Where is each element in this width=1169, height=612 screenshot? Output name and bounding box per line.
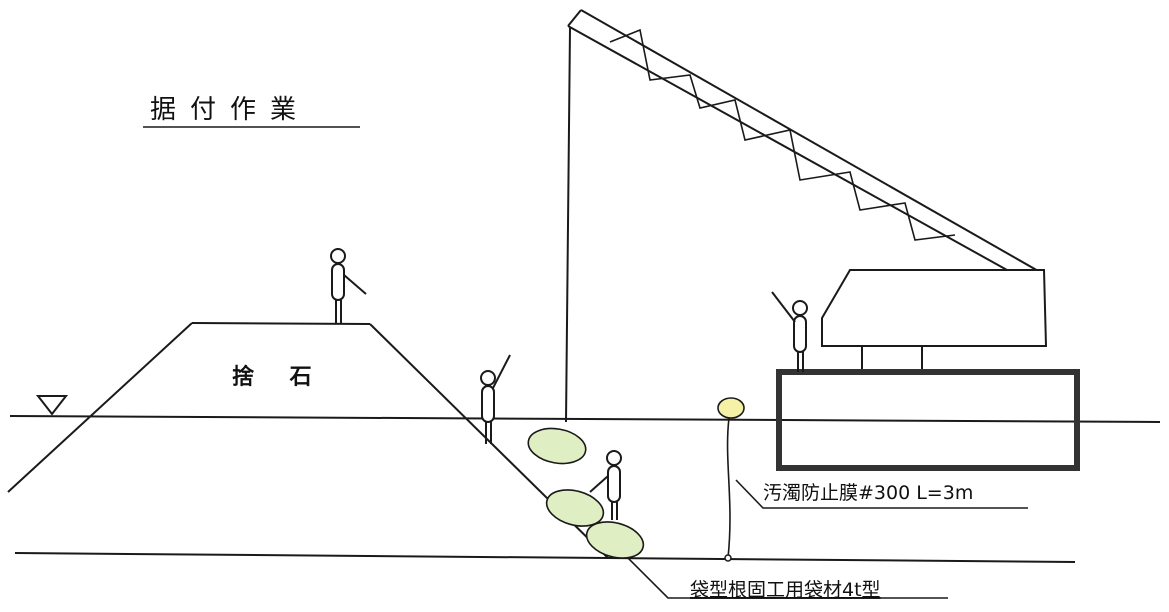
boom-lattice	[609, 28, 956, 241]
mound-left-slope	[7, 322, 193, 493]
water-level-triangle-icon	[35, 395, 69, 416]
bag-blocks	[527, 427, 645, 559]
worker-figure-icon	[589, 450, 622, 520]
crane-cab	[821, 269, 1048, 347]
water-surface-line	[9, 415, 1161, 423]
crane-hoist-rope	[565, 27, 571, 423]
mound-top	[191, 322, 371, 325]
silt-fence-leader	[735, 479, 1028, 509]
rubble-mound-label: 捨 石	[232, 364, 326, 390]
seabed-line	[14, 552, 1076, 563]
worker-figure-icon	[771, 291, 808, 372]
boom-lower-chord	[567, 25, 1017, 276]
diagram-title: 据付作業	[143, 95, 360, 128]
bag-icon-3	[585, 521, 645, 559]
silt-fence-label: 汚濁防止膜#300 L=3m	[763, 482, 973, 504]
worker-figure-icon	[480, 354, 511, 444]
crane-barge	[776, 369, 1080, 471]
silt-fence-anchor	[724, 554, 732, 562]
silt-fence: 汚濁防止膜#300 L=3m	[717, 397, 1028, 562]
float-buoy-icon	[717, 397, 745, 419]
rubble-mound: 捨 石	[7, 322, 609, 559]
title-text: 据付作業	[150, 95, 310, 125]
crane-icon	[567, 9, 1080, 471]
bag-icon-2	[545, 489, 605, 527]
silt-fence-membrane	[726, 417, 731, 559]
bag-material-label: 袋型根固工用袋材4t型	[690, 579, 881, 601]
boom-upper-chord	[580, 9, 1041, 273]
bag-material-leader	[617, 547, 948, 599]
worker-figure-icon	[330, 248, 367, 324]
boom-tip	[567, 9, 582, 27]
bag-icon-1	[527, 427, 587, 465]
